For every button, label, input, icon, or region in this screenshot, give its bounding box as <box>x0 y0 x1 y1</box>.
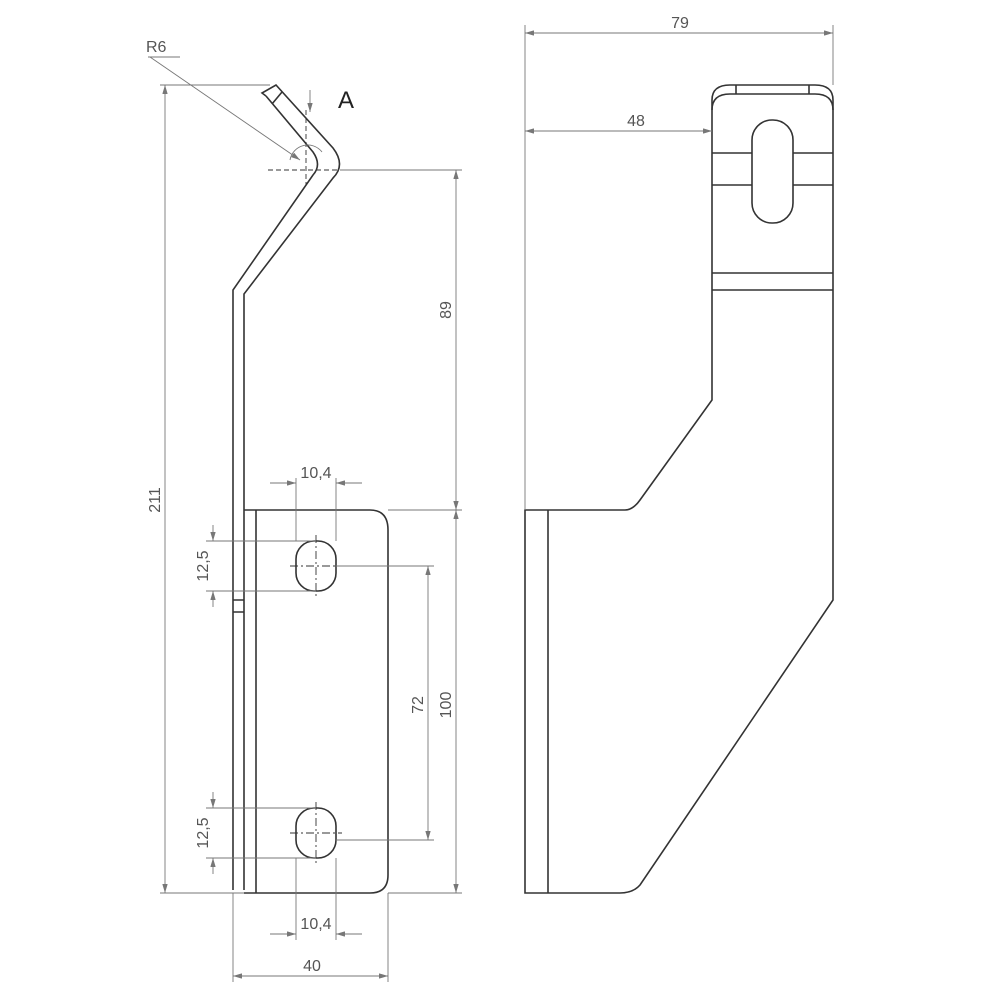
dim-hole-spacing: 72 <box>410 696 427 714</box>
front-view-plate <box>244 509 389 894</box>
dimensions-side <box>524 25 834 510</box>
dim-side-width: 79 <box>671 15 689 32</box>
view-label: A <box>338 87 354 114</box>
dim-hole-width-bottom: 10,4 <box>300 916 331 933</box>
dim-upper-height: 89 <box>438 301 455 319</box>
radius-label: R6 <box>146 39 167 56</box>
dim-side-offset: 48 <box>627 113 645 130</box>
dimensions-front <box>148 56 462 982</box>
dim-plate-height: 100 <box>438 692 455 719</box>
dim-plate-width: 40 <box>303 958 321 975</box>
dim-hole-width-top: 10,4 <box>300 465 331 482</box>
dim-hole-height-bottom: 12,5 <box>195 817 212 848</box>
side-slot <box>751 119 794 224</box>
side-view <box>524 84 834 894</box>
front-view-profile <box>232 83 341 890</box>
dim-overall-height: 211 <box>147 487 164 513</box>
dim-hole-height-top: 12,5 <box>195 550 212 581</box>
